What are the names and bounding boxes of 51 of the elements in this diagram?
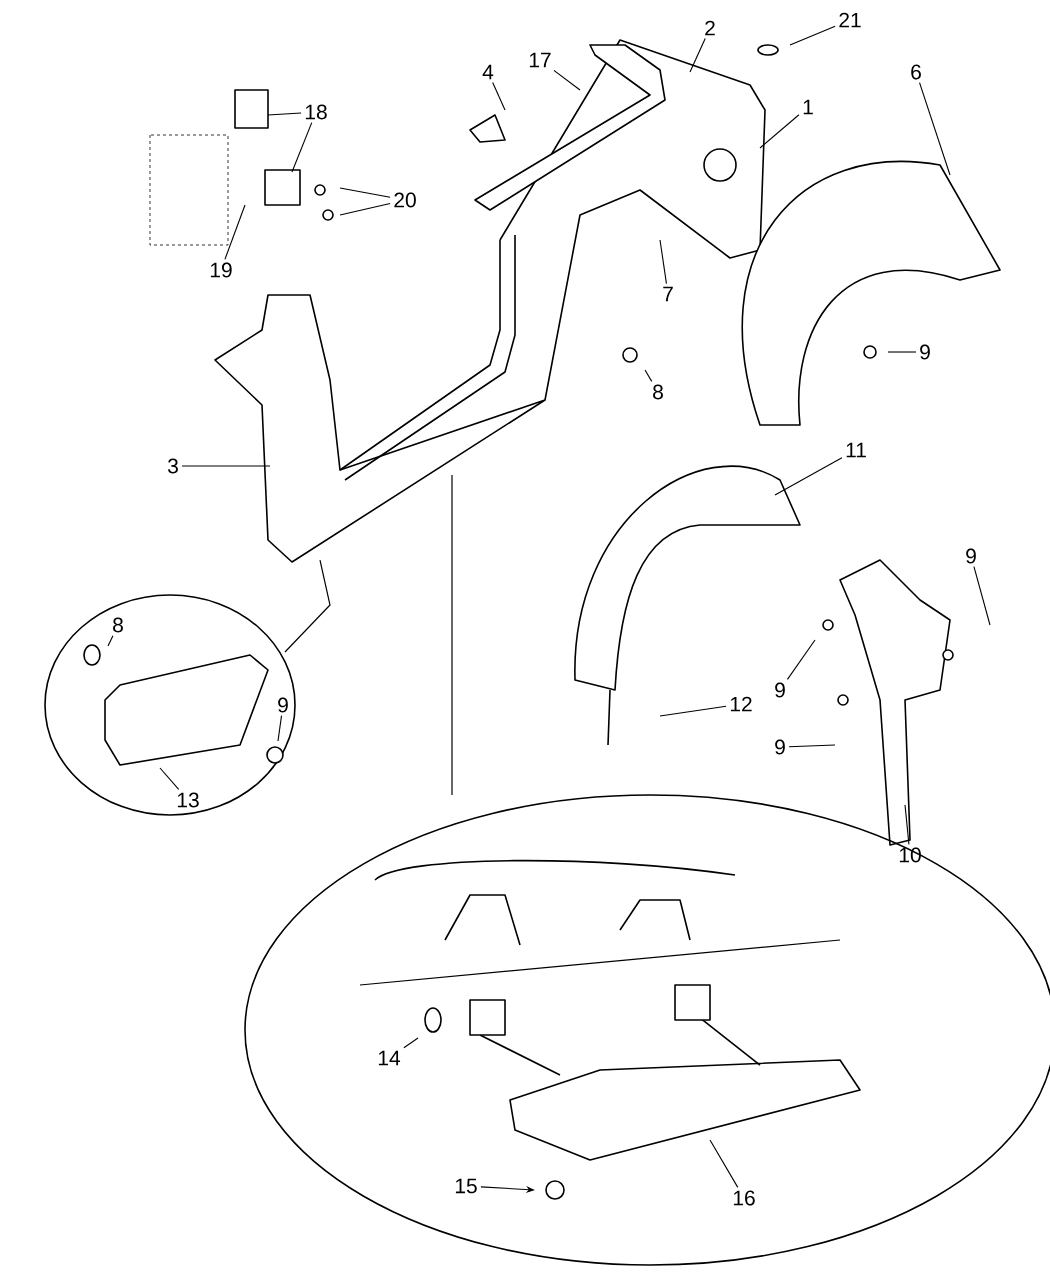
callout-number: 3 xyxy=(167,458,178,474)
leader-line xyxy=(224,204,246,260)
callout-number: 17 xyxy=(529,52,551,68)
leader-line xyxy=(339,187,391,198)
leader-line xyxy=(492,81,506,111)
callout-number: 19 xyxy=(210,262,232,278)
callout-number: 2 xyxy=(705,20,715,36)
callout-number: 18 xyxy=(305,104,327,120)
leader-line xyxy=(789,25,836,46)
leader-line xyxy=(918,82,951,176)
leader-line xyxy=(107,635,114,647)
leader-line xyxy=(181,465,271,467)
callout-number: 6 xyxy=(911,64,921,80)
leader-line xyxy=(403,1037,419,1049)
leader-line xyxy=(159,767,180,790)
callout-number: 9 xyxy=(966,548,976,564)
leader-line xyxy=(786,639,816,680)
callout-number: 8 xyxy=(653,384,663,400)
callout-number: 13 xyxy=(177,792,199,808)
callout-number: 9 xyxy=(278,697,288,713)
leader-line xyxy=(759,114,800,149)
leader-line xyxy=(904,804,910,845)
callout-number: 4 xyxy=(482,64,494,80)
callout-number: 20 xyxy=(394,192,416,208)
callout-number: 21 xyxy=(839,12,861,28)
leader-line xyxy=(659,239,667,285)
leader-line xyxy=(267,112,302,116)
leader-line xyxy=(339,202,391,216)
leader-line xyxy=(887,351,917,353)
leader-line xyxy=(644,369,653,382)
callout-number: 14 xyxy=(378,1050,401,1066)
callout-number: 8 xyxy=(113,617,123,633)
callout-number: 10 xyxy=(899,847,921,863)
callout-number: 16 xyxy=(733,1190,755,1206)
callout-number: 1 xyxy=(803,99,813,115)
callout-number: 12 xyxy=(730,696,752,712)
callout-number: 9 xyxy=(920,344,930,360)
leader-line xyxy=(291,122,313,173)
callout-number: 7 xyxy=(663,286,673,302)
leader-line xyxy=(553,69,581,91)
leader-line xyxy=(277,715,283,742)
leader-line xyxy=(788,744,836,748)
leader-line xyxy=(659,705,727,717)
leader-line xyxy=(973,566,991,626)
callout-number: 15 xyxy=(455,1178,477,1194)
callout-number: 9 xyxy=(775,739,785,755)
leader-line xyxy=(689,38,706,73)
leader-line xyxy=(774,457,843,496)
leader-line xyxy=(709,1139,739,1188)
callout-number: 11 xyxy=(846,442,866,458)
callout-number: 9 xyxy=(775,682,785,698)
